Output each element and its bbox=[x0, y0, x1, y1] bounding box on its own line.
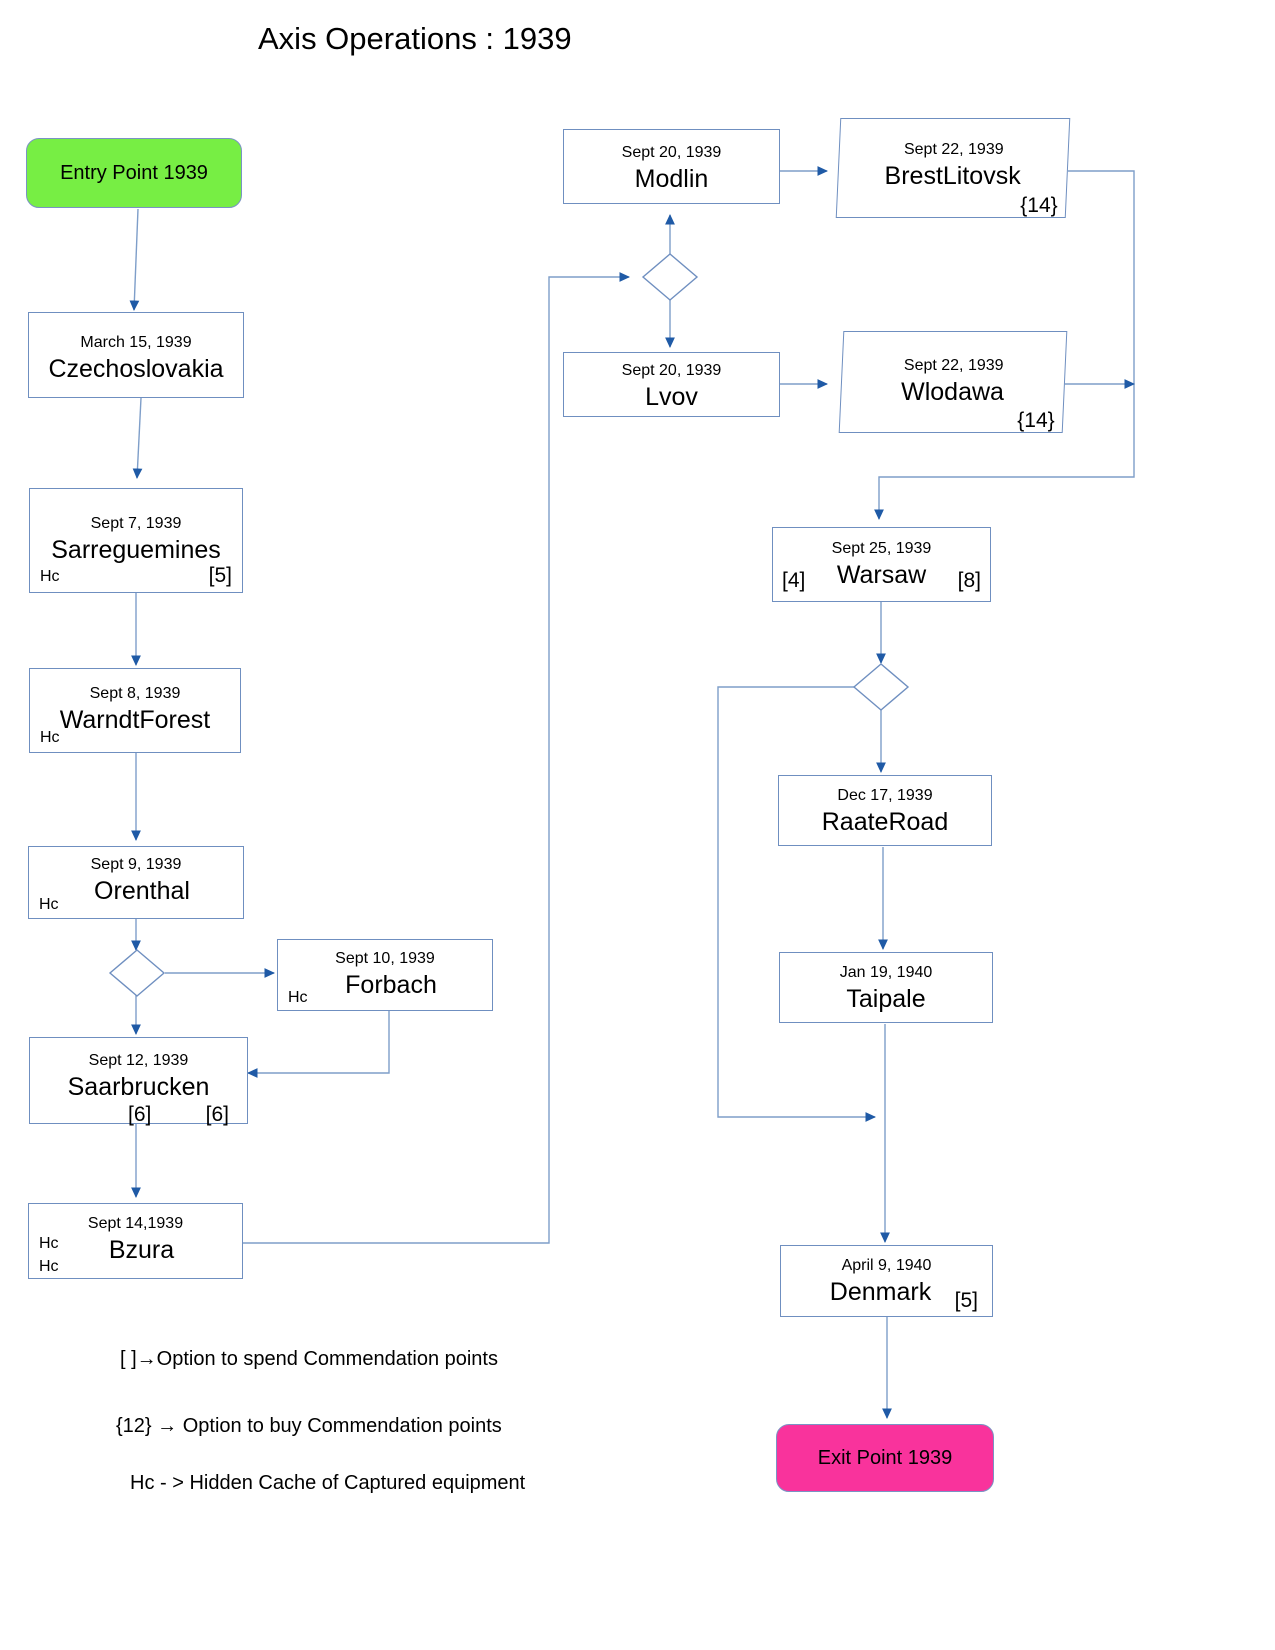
node-date: April 9, 1940 bbox=[841, 1257, 932, 1274]
hidden-cache-tag-2: Hc bbox=[39, 1258, 59, 1275]
spend-points-tag: [5] bbox=[208, 564, 232, 587]
node-lvov[interactable]: Sept 20, 1939 Lvov bbox=[563, 352, 780, 417]
node-date: Sept 8, 1939 bbox=[89, 685, 181, 702]
node-date: Sept 10, 1939 bbox=[335, 950, 435, 967]
decision-diamond-poland[interactable] bbox=[641, 252, 699, 302]
legend-item-buy: {12} → Option to buy Commendation points bbox=[116, 1415, 502, 1437]
hidden-cache-tag: Hc bbox=[40, 568, 60, 585]
node-date: Jan 19, 1940 bbox=[839, 964, 933, 981]
node-date: Sept 14,1939 bbox=[87, 1215, 184, 1232]
node-name: Orenthal bbox=[94, 877, 190, 905]
entry-point-node[interactable]: Entry Point 1939 bbox=[26, 138, 242, 208]
node-orenthal[interactable]: Sept 9, 1939 Orenthal Hc bbox=[28, 846, 244, 919]
node-name: Wlodawa bbox=[901, 378, 1004, 406]
spend-points-tag-right: [6] bbox=[205, 1103, 229, 1126]
node-name: Bzura bbox=[108, 1236, 175, 1264]
hidden-cache-tag: Hc bbox=[40, 729, 60, 746]
node-denmark[interactable]: April 9, 1940 Denmark [5] bbox=[780, 1245, 993, 1317]
node-date: Sept 12, 1939 bbox=[88, 1052, 189, 1069]
decision-diamond-warsaw[interactable] bbox=[852, 662, 910, 712]
node-brestlitovsk[interactable]: Sept 22, 1939 BrestLitovsk {14} bbox=[835, 118, 1071, 218]
node-name: Lvov bbox=[645, 383, 698, 411]
node-name: BrestLitovsk bbox=[884, 162, 1021, 190]
node-name: Denmark bbox=[829, 1278, 932, 1306]
node-date: Sept 25, 1939 bbox=[831, 540, 932, 557]
node-warndtforest[interactable]: Sept 8, 1939 WarndtForest Hc bbox=[29, 668, 241, 753]
node-date: Sept 22, 1939 bbox=[903, 357, 1004, 374]
node-date: March 15, 1939 bbox=[80, 334, 192, 351]
node-date: Sept 20, 1939 bbox=[621, 144, 722, 161]
node-name: Saarbrucken bbox=[67, 1073, 210, 1101]
node-date: Sept 9, 1939 bbox=[90, 856, 182, 873]
node-date: Sept 20, 1939 bbox=[621, 362, 722, 379]
node-name: Warsaw bbox=[836, 561, 927, 589]
node-raateroad[interactable]: Dec 17, 1939 RaateRoad bbox=[778, 775, 992, 846]
spend-points-tag-left: [4] bbox=[782, 569, 806, 592]
exit-point-label: Exit Point 1939 bbox=[817, 1446, 953, 1469]
legend-item-spend: [ ]→Option to spend Commendation points bbox=[120, 1348, 498, 1370]
spend-points-tag-left: [6] bbox=[128, 1103, 152, 1126]
node-date: Dec 17, 1939 bbox=[837, 787, 933, 804]
node-taipale[interactable]: Jan 19, 1940 Taipale bbox=[779, 952, 993, 1023]
node-name: RaateRoad bbox=[821, 808, 949, 836]
decision-diamond-orenthal[interactable] bbox=[108, 948, 166, 998]
hidden-cache-tag: Hc bbox=[39, 896, 59, 913]
node-modlin[interactable]: Sept 20, 1939 Modlin bbox=[563, 129, 780, 204]
hidden-cache-tag: Hc bbox=[288, 989, 308, 1006]
node-czechoslovakia[interactable]: March 15, 1939 Czechoslovakia bbox=[28, 312, 244, 398]
node-saarbrucken[interactable]: Sept 12, 1939 Saarbrucken [6] [6] bbox=[29, 1037, 248, 1126]
node-name: Modlin bbox=[634, 165, 709, 193]
spend-points-tag: [5] bbox=[954, 1289, 978, 1312]
buy-points-tag: {14} bbox=[1019, 194, 1058, 217]
node-date: Sept 7, 1939 bbox=[90, 515, 182, 532]
node-name: Taipale bbox=[846, 985, 926, 1013]
page-title: Axis Operations : 1939 bbox=[258, 21, 572, 56]
node-date: Sept 22, 1939 bbox=[903, 141, 1004, 158]
entry-point-label: Entry Point 1939 bbox=[60, 161, 208, 184]
node-name: Sarreguemines bbox=[51, 536, 221, 564]
exit-point-node[interactable]: Exit Point 1939 bbox=[776, 1424, 994, 1492]
legend-item-hidden-cache: Hc - > Hidden Cache of Captured equipmen… bbox=[130, 1472, 526, 1494]
node-name: Czechoslovakia bbox=[48, 355, 224, 383]
node-wlodawa[interactable]: Sept 22, 1939 Wlodawa {14} bbox=[838, 331, 1068, 433]
node-bzura[interactable]: Sept 14,1939 Bzura Hc Hc bbox=[28, 1203, 243, 1279]
node-forbach[interactable]: Sept 10, 1939 Forbach Hc bbox=[277, 939, 493, 1011]
hidden-cache-tag: Hc bbox=[39, 1235, 59, 1252]
node-name: Forbach bbox=[345, 971, 437, 999]
buy-points-tag: {14} bbox=[1016, 409, 1055, 432]
node-warsaw[interactable]: Sept 25, 1939 Warsaw [4] [8] bbox=[772, 527, 991, 602]
spend-points-tag-right: [8] bbox=[957, 569, 981, 592]
node-name: WarndtForest bbox=[59, 706, 211, 734]
node-sarreguemines[interactable]: Sept 7, 1939 Sarreguemines Hc [5] bbox=[29, 488, 243, 593]
